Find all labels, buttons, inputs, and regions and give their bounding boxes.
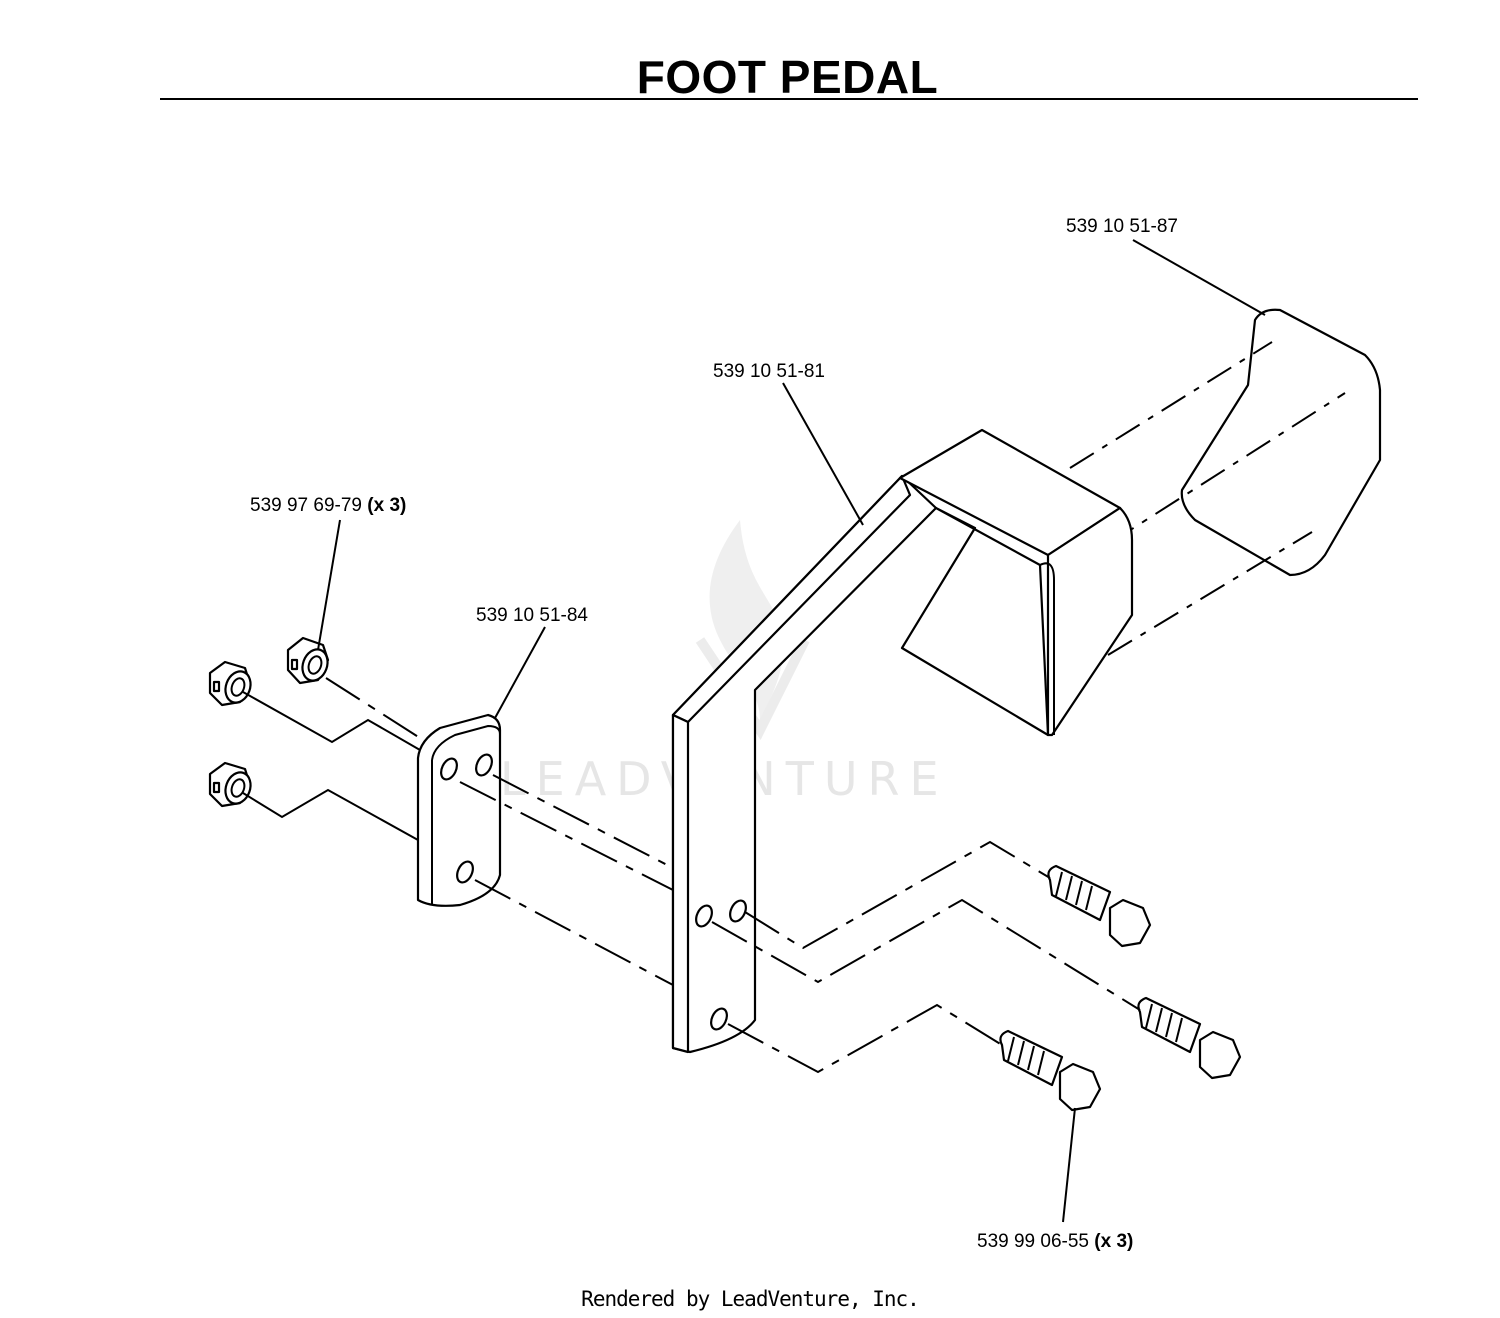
part-label-pedal-arm[interactable]: 539 10 51-81	[713, 361, 825, 382]
title-rule	[160, 98, 1418, 100]
part-label-bolt[interactable]: 539 99 06-55 (x 3)	[977, 1231, 1133, 1252]
pedal-arm-part[interactable]	[671, 428, 1134, 1054]
backing-plate-part[interactable]	[416, 713, 502, 907]
bolt-part[interactable]	[1047, 864, 1152, 948]
page-title: FOOT PEDAL	[636, 51, 939, 103]
pedal-pad-part[interactable]	[1180, 308, 1382, 577]
nut-part[interactable]	[286, 636, 332, 685]
part-label-nut[interactable]: 539 97 69-79 (x 3)	[250, 495, 406, 516]
nut-part[interactable]	[208, 660, 255, 707]
part-label-backing-plate[interactable]: 539 10 51-84	[476, 605, 588, 626]
bolt-part[interactable]	[1137, 996, 1242, 1080]
part-label-pad[interactable]: 539 10 51-87	[1066, 216, 1178, 237]
bolt-part[interactable]	[999, 1029, 1102, 1112]
footer-credit: Rendered by LeadVenture, Inc.	[581, 1287, 920, 1311]
nut-part[interactable]	[208, 761, 255, 808]
